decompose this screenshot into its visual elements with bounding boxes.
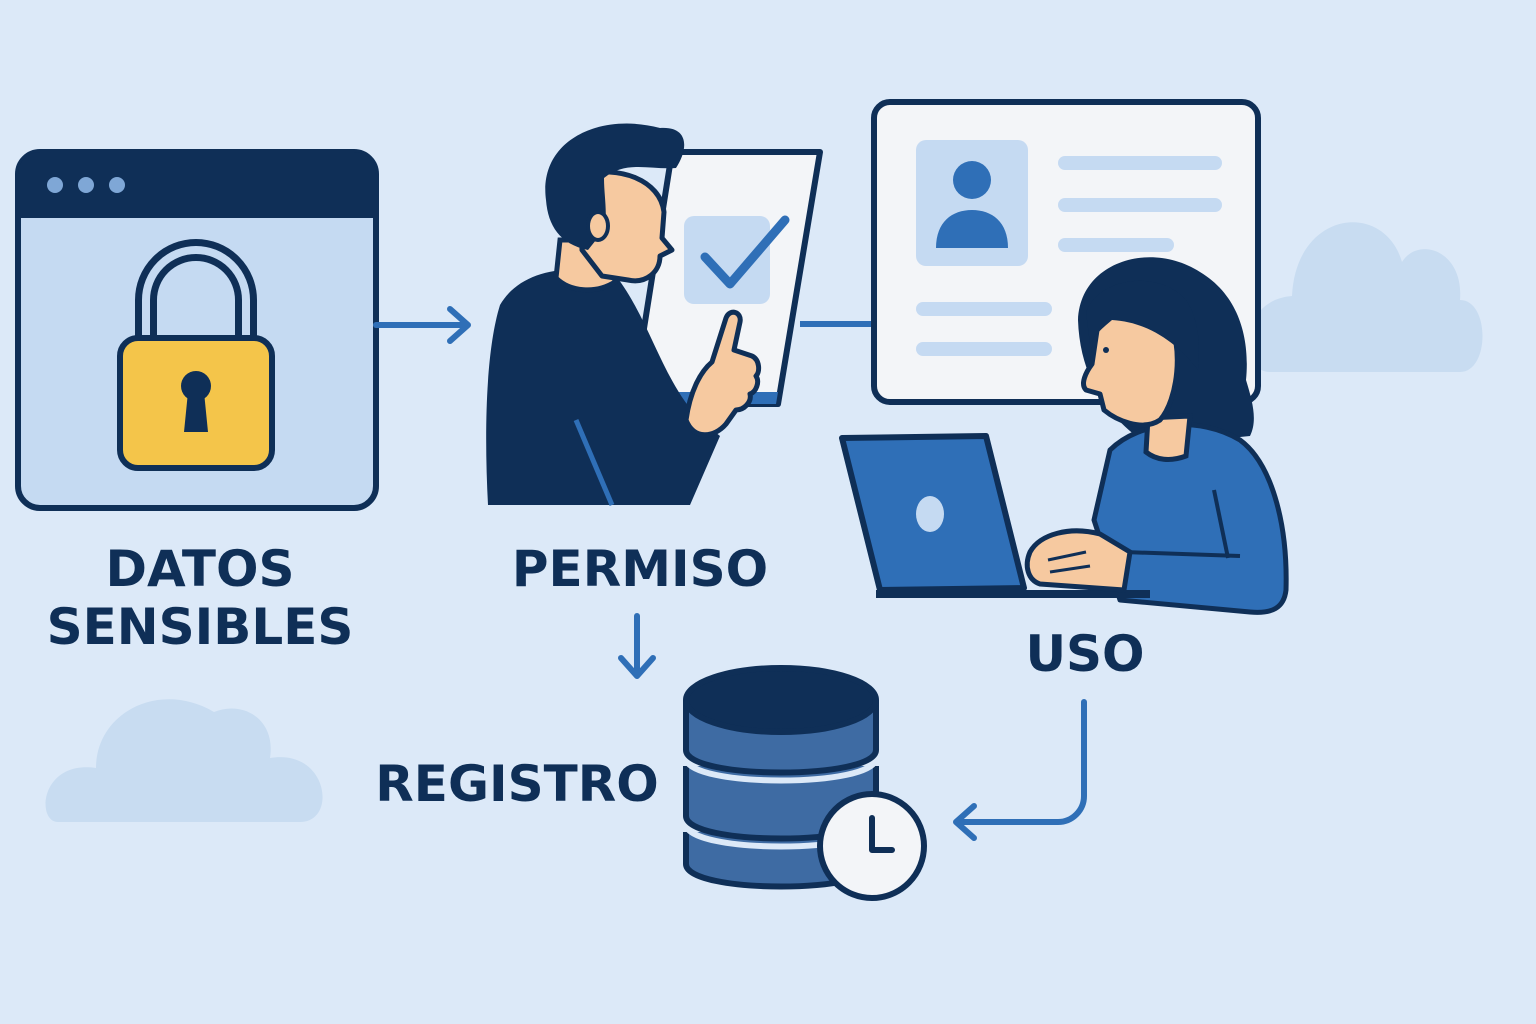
- arrow-elbow-left-icon: [953, 699, 1087, 841]
- cloud-icon: [1248, 222, 1483, 372]
- label-uso: USO: [1025, 625, 1145, 683]
- person-tapping-checkmark-icon: [486, 123, 878, 506]
- browser-lock-icon: [15, 149, 379, 511]
- arrow-down-icon: [618, 613, 656, 679]
- label-datos-sensibles: DATOS SENSIBLES: [40, 540, 360, 656]
- checkmark-icon: [684, 215, 790, 304]
- label-datos-line1: DATOS: [105, 540, 295, 598]
- cloud-icon: [45, 699, 323, 822]
- database-clock-icon: [683, 665, 927, 901]
- label-registro: REGISTRO: [375, 755, 659, 813]
- clock-icon: [817, 791, 927, 901]
- user-avatar-icon: [936, 161, 1008, 248]
- label-datos-line2: SENSIBLES: [46, 598, 354, 656]
- padlock-icon: [117, 239, 275, 471]
- label-permiso: PERMISO: [511, 540, 769, 598]
- woman-with-laptop-icon: [839, 257, 1289, 615]
- arrow-right-icon: [373, 306, 471, 344]
